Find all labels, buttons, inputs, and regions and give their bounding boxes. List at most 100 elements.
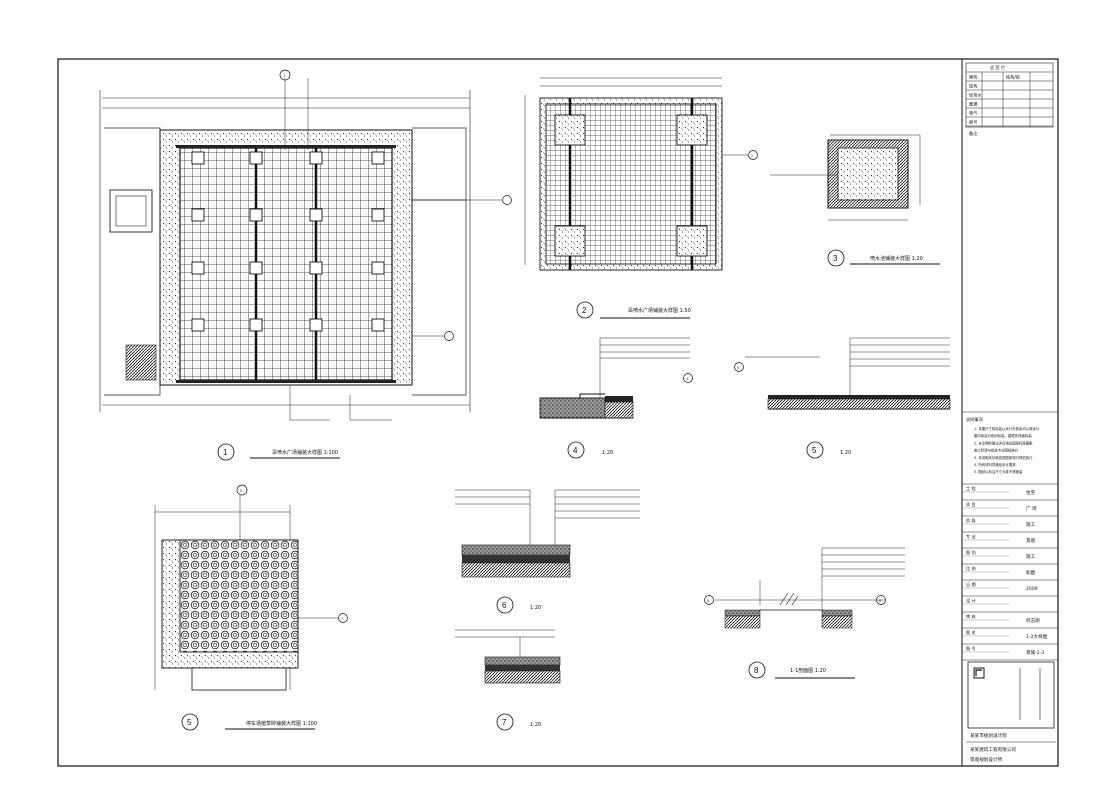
d2-right-callout-num: 2 <box>751 154 753 158</box>
park-top-callout <box>236 484 248 496</box>
plaza-pillar <box>191 318 205 332</box>
drawing-4-section: 4 4 1:20 <box>539 337 693 459</box>
sign-row-role: 建筑 <box>969 74 978 81</box>
drawing-5-parking-plan: 5 7 5 停车场植草砖铺装大样图 1:100 <box>154 484 348 731</box>
tb-note-line: 1. 本图尺寸除标高以米计外其余均以毫米计 <box>974 426 1040 431</box>
drawing-8-number-circle <box>748 661 766 679</box>
drawing-1-number-circle <box>217 443 235 461</box>
tb-row-label: 设 计 <box>966 597 976 604</box>
tb-row-label: 图 号 <box>966 646 976 652</box>
title-block: 会 签 栏 建筑结构/装结构给排水暖通电气图号 备注 说明事项 1. 本图尺寸除… <box>962 62 1058 763</box>
park-top-callout-num: 5 <box>240 489 242 493</box>
drawing-4-number-circle <box>567 441 585 459</box>
drawing-2-number: 2 <box>582 306 587 315</box>
tb-note-line: 施工时请与相关专业图纸核对 <box>974 448 1019 453</box>
sign-rows: 建筑结构/装结构给排水暖通电气图号 <box>966 71 1053 127</box>
park-right-callout-num: 7 <box>341 617 343 621</box>
plaza-pillar <box>309 151 323 165</box>
drawing-8-section: 8 8 8 1-1剖面图 1:20 <box>704 547 905 679</box>
d5-mark <box>734 362 744 372</box>
drawing-5b-number: 5 <box>187 718 192 727</box>
company-line-3: 景观规划设计所 <box>970 756 1003 763</box>
drawing-8-caption: 1-1剖面图 1:20 <box>790 667 826 674</box>
drawing-3-fountain-basin: 3 喷水池铺装大样图 1:20 <box>770 134 940 267</box>
drawing-6-number-circle <box>496 596 514 614</box>
tb-note-line: 5. 图纸以标注尺寸为准不得度量 <box>974 469 1023 474</box>
drawing-6-caption: 1:20 <box>530 605 541 611</box>
tb-row-value: 1-2大样图 <box>1026 633 1048 640</box>
sign-row-role: 给排水 <box>969 92 982 99</box>
tb-row-label: 项 目 <box>966 502 976 508</box>
plaza-pillar <box>371 208 385 222</box>
drawing-1-number: 1 <box>223 448 228 457</box>
tb-row-value: 施工 <box>1026 553 1036 560</box>
d1-top-callout <box>279 69 291 81</box>
sign-row-role: 图号 <box>969 120 977 126</box>
drawing-4-caption: 1:20 <box>602 450 613 456</box>
d5-mark-num: 5 <box>737 366 739 370</box>
sign-row-role: 结构 <box>969 83 977 90</box>
plaza-pillar <box>309 318 323 332</box>
tb-remark-label: 备注 <box>969 130 978 137</box>
tb-row-value: 广 场 <box>1026 505 1037 512</box>
drawing-1-caption: 旱喷水广场铺装大样图 1:100 <box>272 449 338 456</box>
company-logo-icon <box>973 667 985 679</box>
sign-row-role: 电气 <box>969 110 978 116</box>
plaza-pillar <box>371 318 385 332</box>
tb-header-label: 会 签 栏 <box>990 64 1005 71</box>
tb-row-label: 工 程 <box>966 485 977 492</box>
plaza-pillar <box>309 208 323 222</box>
tb-row-value: 如图 <box>1026 569 1036 576</box>
tb-row-value: 2009 <box>1026 586 1038 592</box>
drawing-5b-number-circle <box>181 713 199 731</box>
plaza-pillar <box>249 151 263 165</box>
d4-mark-num: 4 <box>686 377 688 381</box>
tb-row-label: 日 期 <box>966 582 976 588</box>
drawing-2-number-circle <box>576 301 594 319</box>
d8-right-callout <box>876 595 886 605</box>
drawing-5b-caption: 停车场植草砖铺装大样图 1:100 <box>246 720 317 727</box>
drawing-7-caption: 1:20 <box>530 722 541 728</box>
park-right-callout <box>338 613 348 623</box>
plaza-pillar <box>249 208 263 222</box>
drawing-3-number: 3 <box>833 254 838 263</box>
drawing-3-number-circle <box>827 249 845 267</box>
plaza-pillar <box>309 261 323 275</box>
d8-left-callout <box>704 595 714 605</box>
drawing-7-number-circle <box>496 713 514 731</box>
plaza-pillar <box>191 151 205 165</box>
tb-row-label: 图 名 <box>966 629 976 636</box>
d8-right-callout-num: 8 <box>879 599 881 603</box>
d2-right-callout <box>748 150 758 160</box>
drawing-3-caption: 喷水池铺装大样图 1:20 <box>870 255 923 262</box>
tb-row-label: 图 别 <box>966 549 976 556</box>
drawing-2-fountain-grid: 2 2 旱喷水广场铺装大样图 1:50 <box>524 77 758 319</box>
plaza-pillar <box>249 318 263 332</box>
tb-row-label: 审 核 <box>966 613 977 620</box>
tb-note-line: 4. 所有材料须满足设计要求 <box>974 462 1016 467</box>
tb-row-value: 施工 <box>1026 521 1036 528</box>
company-logo-box <box>967 661 1055 729</box>
tb-row-value: 景观 <box>1026 538 1036 544</box>
drawing-6-section: 6 1:20 <box>455 489 640 614</box>
drawing-8-number: 8 <box>754 666 759 675</box>
plaza-pillar <box>191 208 205 222</box>
plaza-pillar <box>371 261 385 275</box>
tb-row-value: 住宅 <box>1026 489 1036 496</box>
tb-note-line: 3. 本说明未尽事宜按国家现行规范执行 <box>974 455 1033 460</box>
drawing-7-number: 7 <box>502 718 507 727</box>
drawing-2-caption: 旱喷水广场铺装大样图 1:50 <box>628 307 691 314</box>
drawing-1-plaza-plan: 1 1 旱喷水广场铺装大样图 1:100 <box>99 69 512 461</box>
tb-row-label: 比 例 <box>966 565 976 572</box>
plaza-pillar <box>371 151 385 165</box>
tb-row-value: 何志刚 <box>1026 617 1040 624</box>
plaza-pillar <box>191 261 205 275</box>
tb-row-label: 专 业 <box>966 533 976 540</box>
drawing-6-number: 6 <box>502 601 507 610</box>
sign-row-name: 结构/装 <box>1006 74 1021 81</box>
drawing-5-caption: 1:20 <box>840 450 851 456</box>
d1-top-callout-num: 1 <box>283 74 285 78</box>
tb-row-value: 景施-2-3 <box>1026 649 1044 656</box>
company-line-1: 某某市规划设计院 <box>970 732 1007 739</box>
